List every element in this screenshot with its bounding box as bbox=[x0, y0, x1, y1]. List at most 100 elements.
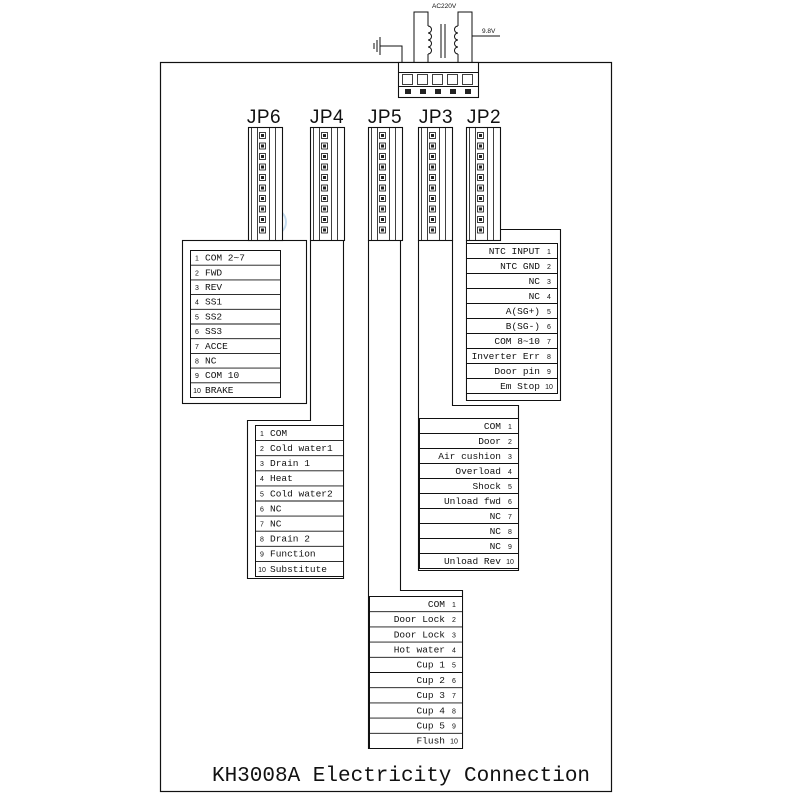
jp2-row: 3NC bbox=[466, 273, 557, 287]
pin-number: 10 bbox=[506, 559, 514, 566]
terminal-block bbox=[397, 61, 480, 99]
connector-pin bbox=[379, 205, 386, 213]
pin-label: NC bbox=[270, 518, 282, 529]
connector-pin bbox=[321, 132, 328, 139]
pin-number: 10 bbox=[545, 384, 553, 391]
jp5-row: 5 Cup 1 bbox=[369, 656, 462, 671]
terminal-screw bbox=[435, 89, 441, 94]
pin-number: 9 bbox=[547, 369, 551, 376]
pin-number: 1 bbox=[547, 249, 551, 256]
connector-pin bbox=[379, 184, 386, 192]
pin-label: Flush bbox=[416, 736, 445, 747]
pin-label: Cold water1 bbox=[270, 443, 333, 454]
pin-label: NC bbox=[270, 503, 282, 514]
pin-number: 1 bbox=[508, 424, 512, 431]
connector-pin bbox=[477, 163, 484, 171]
connector-pin bbox=[477, 132, 484, 139]
pin-number: 10 bbox=[258, 567, 266, 574]
pin-number: 8 bbox=[260, 537, 264, 544]
pin-number: 5 bbox=[452, 663, 456, 670]
connector-pin bbox=[477, 216, 484, 223]
terminal bbox=[417, 74, 428, 85]
pin-label: NC bbox=[490, 541, 502, 552]
pin-label: Overload bbox=[455, 466, 501, 477]
jp3-connector-body bbox=[417, 126, 454, 242]
pin-label: Door Lock bbox=[394, 614, 446, 625]
pin-contact bbox=[431, 165, 434, 169]
connector-pin bbox=[429, 195, 436, 202]
connector-pin bbox=[321, 153, 328, 160]
pin-number: 6 bbox=[547, 324, 551, 331]
connector-pin bbox=[477, 184, 484, 192]
pin-number: 8 bbox=[452, 708, 456, 715]
connector-pin bbox=[379, 226, 386, 234]
pin-contact bbox=[431, 228, 434, 232]
pin-contact bbox=[261, 228, 264, 232]
pin-number: 5 bbox=[195, 314, 199, 321]
pin-label: Door Lock bbox=[394, 629, 446, 640]
pin-contact bbox=[479, 197, 482, 200]
pin-number: 7 bbox=[452, 693, 456, 700]
pin-contact bbox=[261, 186, 264, 190]
connector-pin bbox=[429, 132, 436, 139]
connector-label-jp6: JP6 bbox=[247, 107, 281, 128]
pin-label: COM bbox=[484, 421, 501, 432]
primary-voltage-label: AC220V bbox=[432, 3, 457, 10]
terminal-screw bbox=[465, 89, 471, 94]
pin-contact bbox=[261, 218, 264, 221]
pin-contact bbox=[479, 134, 482, 137]
connector-pin bbox=[321, 205, 328, 213]
primary-lead bbox=[413, 11, 429, 63]
connector-pin bbox=[259, 226, 266, 234]
connector-pin bbox=[321, 184, 328, 192]
pin-label: Substitute bbox=[270, 564, 327, 575]
pin-number: 6 bbox=[452, 678, 456, 685]
pin-number: 7 bbox=[195, 344, 199, 351]
pin-contact bbox=[261, 165, 264, 169]
pin-label: NC bbox=[529, 276, 541, 287]
jp4-connector-body bbox=[309, 126, 346, 242]
terminal-screw bbox=[405, 89, 411, 94]
pin-contact bbox=[323, 165, 326, 169]
pin-label: SS2 bbox=[205, 311, 222, 322]
pin-label: COM bbox=[428, 599, 445, 610]
pin-number: 8 bbox=[508, 529, 512, 536]
terminal bbox=[462, 74, 473, 85]
connector-pin bbox=[379, 216, 386, 223]
pin-contact bbox=[381, 218, 384, 221]
pin-number: 6 bbox=[195, 329, 199, 336]
connector-pin bbox=[321, 163, 328, 171]
terminal bbox=[402, 74, 413, 85]
connector-pin bbox=[477, 226, 484, 234]
connector-pin bbox=[259, 205, 266, 213]
pin-label: Cup 1 bbox=[416, 660, 445, 671]
pin-label: Em Stop bbox=[500, 381, 540, 392]
pin-label: ACCE bbox=[205, 341, 228, 352]
primary-coil bbox=[427, 25, 432, 55]
connector-pin bbox=[429, 184, 436, 192]
connector-pin bbox=[429, 153, 436, 160]
secondary-voltage-label: 9.8V bbox=[482, 28, 496, 35]
connector-pin bbox=[321, 195, 328, 202]
jp2-row: 6B(SG-) bbox=[466, 318, 557, 332]
connector-pin bbox=[321, 216, 328, 223]
pin-contact bbox=[261, 197, 264, 200]
connector-pin bbox=[429, 205, 436, 213]
pin-label: COM bbox=[270, 428, 287, 439]
pin-contact bbox=[381, 165, 384, 169]
connector-pin bbox=[379, 153, 386, 160]
terminal bbox=[432, 74, 443, 85]
pin-label: Cup 3 bbox=[416, 690, 445, 701]
